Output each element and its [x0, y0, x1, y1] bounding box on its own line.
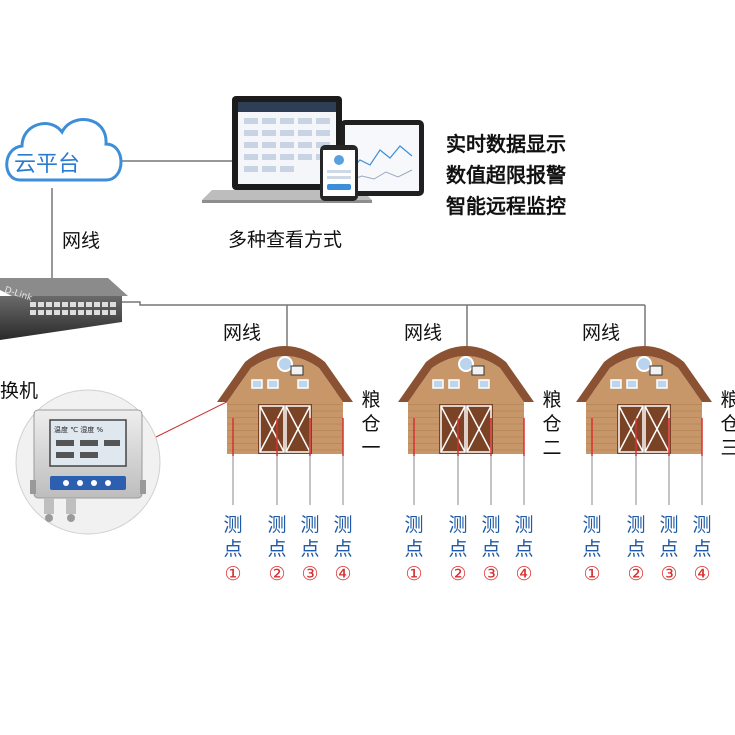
measuring-point-number: ③	[660, 563, 678, 585]
granary-cable-label: 网线	[223, 322, 262, 344]
measuring-point-number: ④	[334, 563, 352, 585]
switch-label: 换机	[0, 380, 39, 402]
measuring-point-number: ②	[627, 563, 645, 585]
measuring-point-number: ④	[693, 563, 711, 585]
measuring-point-label: 测点	[659, 514, 679, 560]
measuring-point-number: ④	[515, 563, 533, 585]
measuring-point-number: ①	[405, 563, 423, 585]
granary-name: 粮仓三	[720, 389, 735, 459]
measuring-point-number: ①	[583, 563, 601, 585]
measuring-point-label: 测点	[448, 514, 468, 560]
feature-remote-monitoring: 智能远程监控	[446, 194, 566, 218]
phone-icon	[320, 145, 358, 201]
measuring-point-label: 测点	[267, 514, 287, 560]
granary-name: 粮仓二	[542, 389, 562, 459]
barns-layer	[217, 346, 712, 505]
measuring-point-label: 测点	[300, 514, 320, 560]
measuring-point-number: ③	[482, 563, 500, 585]
granary-cable-label: 网线	[404, 322, 443, 344]
measuring-point-number: ①	[224, 563, 242, 585]
switch-icon: D-Link	[0, 278, 128, 340]
measuring-point-label: 测点	[582, 514, 602, 560]
measuring-point-number: ③	[301, 563, 319, 585]
measuring-point-label: 测点	[626, 514, 646, 560]
barn-1	[217, 346, 353, 505]
measuring-point-number: ②	[268, 563, 286, 585]
measuring-point-label: 测点	[223, 514, 243, 560]
measuring-point-number: ②	[449, 563, 467, 585]
data-logger-device: 温度 ℃ 湿度 %	[15, 389, 161, 535]
laptop-icon	[202, 96, 372, 203]
feature-overlimit-alarm: 数值超限报警	[446, 163, 566, 187]
barn-3	[576, 346, 712, 505]
cable-label: 网线	[62, 230, 101, 252]
logger-screen-text: 温度 ℃ 湿度 %	[54, 425, 104, 434]
devices-caption: 多种查看方式	[228, 229, 343, 251]
measuring-point-label: 测点	[692, 514, 712, 560]
cloud-label: 云平台	[14, 152, 81, 177]
cloud-icon	[5, 118, 123, 182]
measuring-point-label: 测点	[514, 514, 534, 560]
measuring-point-label: 测点	[404, 514, 424, 560]
granary-name: 粮仓一	[361, 389, 381, 459]
measuring-point-label: 测点	[333, 514, 353, 560]
barn-2	[398, 346, 534, 505]
granary-cable-label: 网线	[582, 322, 621, 344]
feature-realtime-display: 实时数据显示	[446, 132, 566, 156]
measuring-point-label: 测点	[481, 514, 501, 560]
